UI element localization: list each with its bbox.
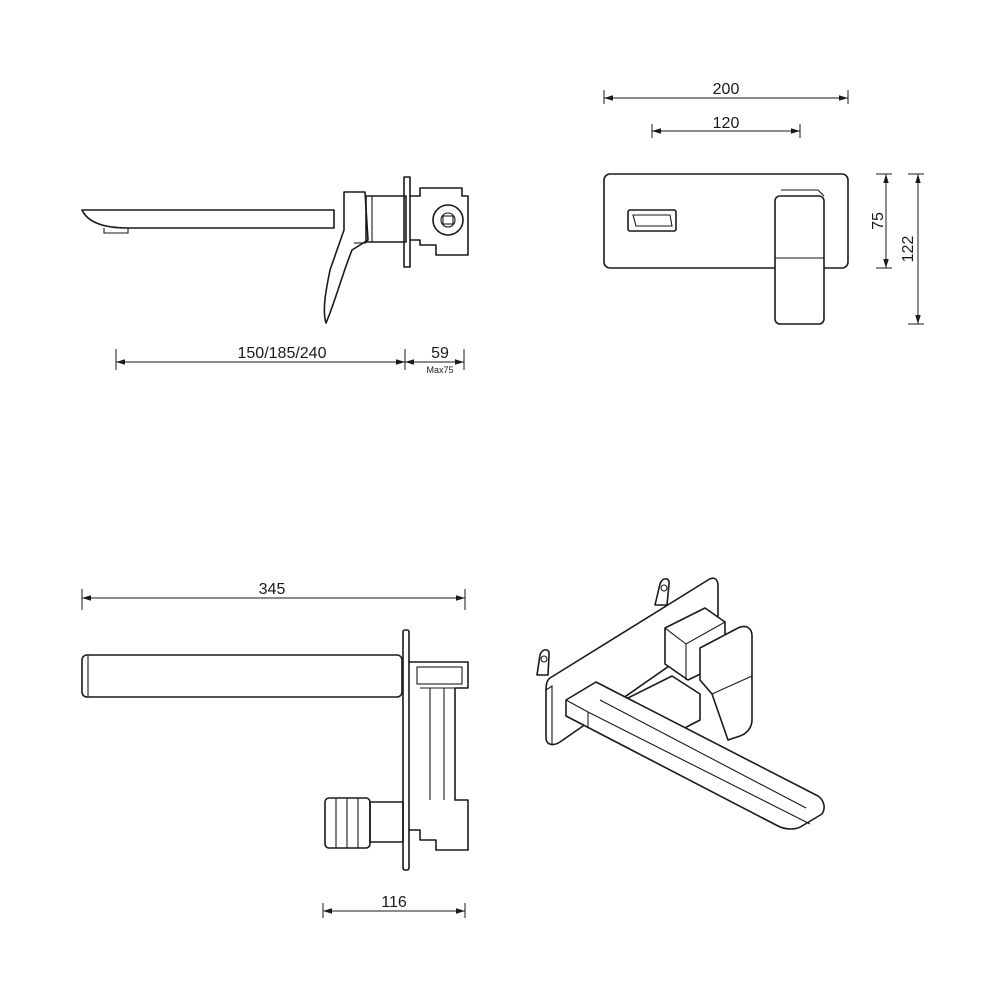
- dim-plate-width: 200: [713, 81, 740, 98]
- dim-overall-length: 345: [259, 581, 286, 598]
- dim-body-depth: 116: [381, 894, 407, 911]
- dim-spout-reach: 150/185/240: [238, 345, 327, 362]
- section-view: 345 116: [81, 581, 469, 918]
- side-view: 150/185/240 59 Max75: [81, 176, 469, 375]
- dim-wall-depth-max: Max75: [426, 365, 453, 375]
- isometric-view: [536, 577, 825, 830]
- front-view: 200 120 75 122: [603, 81, 924, 325]
- dim-centers: 120: [713, 115, 740, 132]
- dim-plate-height: 75: [870, 212, 887, 230]
- dim-wall-depth: 59: [431, 345, 449, 362]
- dim-overall-height: 122: [900, 236, 917, 263]
